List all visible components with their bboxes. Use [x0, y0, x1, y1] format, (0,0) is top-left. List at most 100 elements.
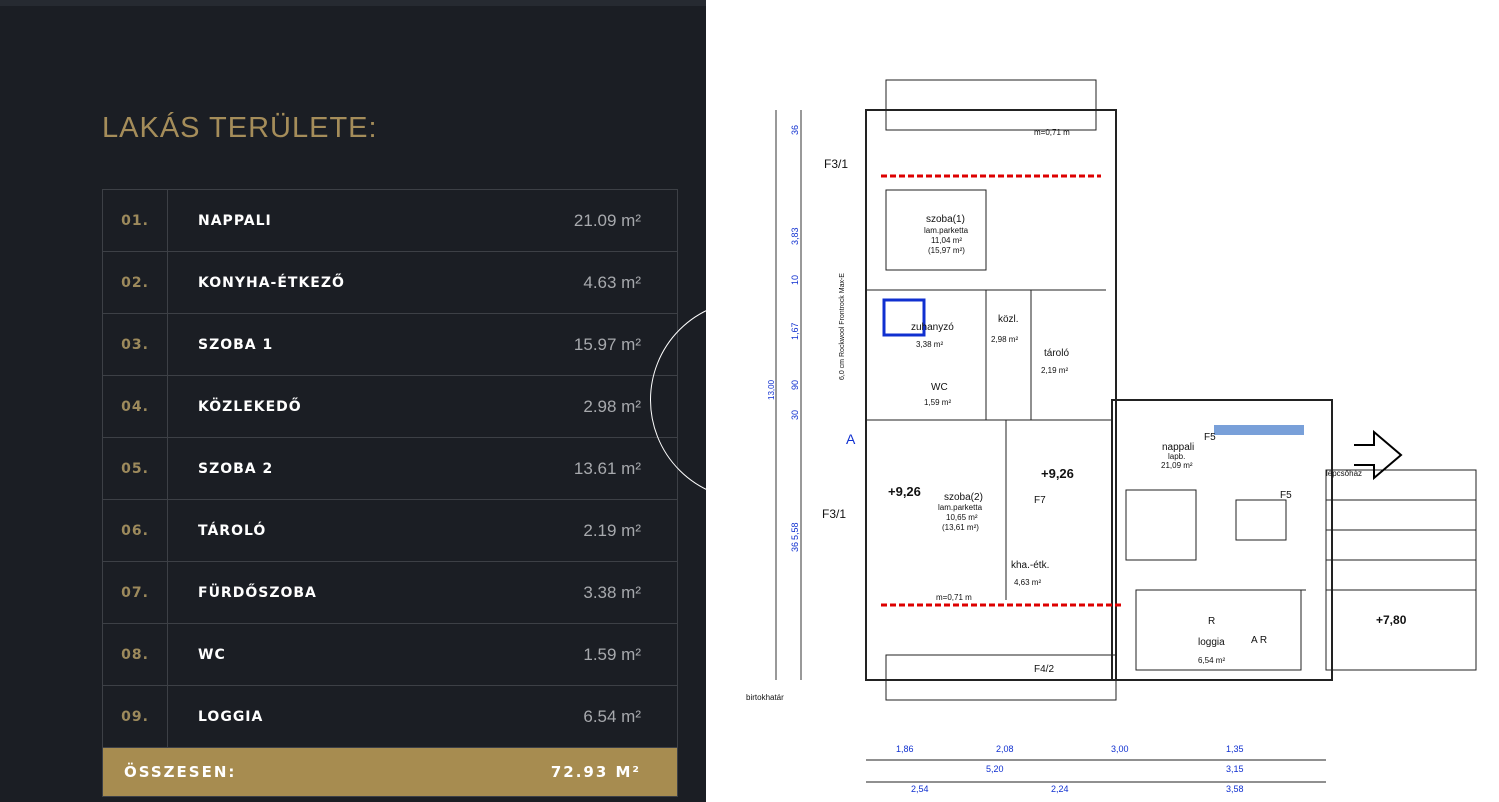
- room-area: 6.54 m²: [583, 706, 641, 726]
- page-title: LAKÁS TERÜLETE:: [102, 112, 378, 144]
- room-number: 04.: [103, 376, 168, 437]
- room-number: 06.: [103, 500, 168, 561]
- svg-text:2,98 m²: 2,98 m²: [991, 335, 1018, 344]
- room-area: 4.63 m²: [583, 272, 641, 292]
- svg-text:10,65 m²: 10,65 m²: [946, 513, 978, 522]
- room-label-wc: WC: [931, 382, 948, 393]
- svg-text:A: A: [846, 431, 856, 447]
- room-number: 03.: [103, 314, 168, 375]
- svg-text:F3/1: F3/1: [822, 507, 846, 521]
- svg-text:R: R: [1208, 616, 1215, 627]
- table-row: 08. WC 1.59 m²: [103, 624, 677, 686]
- total-label: ÖSSZESEN:: [124, 763, 237, 781]
- room-label-zuhanyzo: zuhanyzó: [911, 322, 954, 333]
- svg-text:+9,26: +9,26: [1041, 466, 1074, 481]
- svg-text:A R: A R: [1251, 635, 1267, 646]
- room-label-kha: kha.-étk.: [1011, 560, 1049, 571]
- plan-wall-east: [1111, 399, 1333, 681]
- room-area: 13.61 m²: [573, 458, 641, 478]
- dimension-label: 3,15: [1226, 764, 1244, 774]
- svg-text:21,09 m²: 21,09 m²: [1161, 461, 1193, 470]
- room-name: WC: [198, 646, 226, 663]
- room-label-szoba1: szoba(1): [926, 214, 965, 225]
- balcony-top: [885, 79, 1097, 131]
- room-number: 08.: [103, 624, 168, 685]
- svg-text:F3/1: F3/1: [824, 157, 848, 171]
- svg-text:F4/2: F4/2: [1034, 664, 1054, 675]
- dimension-label: 2,54: [911, 784, 929, 794]
- svg-text:(13,61 m²): (13,61 m²): [942, 523, 979, 532]
- room-area: 2.19 m²: [583, 520, 641, 540]
- floor-plan[interactable]: szoba(1) lam.parketta 11,04 m² (15,97 m²…: [706, 0, 1499, 802]
- dimension-label: 3,00: [1111, 744, 1129, 754]
- room-area: 1.59 m²: [583, 644, 641, 664]
- total-value: 72.93 M²: [550, 763, 641, 781]
- svg-text:birtokhatár: birtokhatár: [746, 693, 784, 702]
- dimension-label: 3,58: [1226, 784, 1244, 794]
- svg-text:m=0,71 m: m=0,71 m: [1034, 128, 1070, 137]
- dimension-label: 30: [790, 410, 800, 420]
- plan-outer-wall: [865, 109, 1117, 681]
- svg-text:m=0,71 m: m=0,71 m: [936, 593, 972, 602]
- room-name: TÁROLÓ: [198, 522, 267, 539]
- room-name: NAPPALI: [198, 212, 272, 229]
- table-row: 06. TÁROLÓ 2.19 m²: [103, 500, 677, 562]
- room-name: LOGGIA: [198, 708, 264, 725]
- room-label-tarolo: tároló: [1044, 348, 1069, 359]
- room-name: SZOBA 1: [198, 336, 274, 353]
- stairwell: [1325, 469, 1477, 671]
- svg-text:13,00: 13,00: [767, 379, 776, 400]
- room-number: 05.: [103, 438, 168, 499]
- svg-text:F7: F7: [1034, 495, 1046, 506]
- dimension-label: 3,83: [790, 227, 800, 245]
- dimension-label: 1,86: [896, 744, 914, 754]
- dimension-label: 5,20: [986, 764, 1004, 774]
- total-row: ÖSSZESEN: 72.93 M²: [103, 748, 677, 797]
- svg-text:4,63 m²: 4,63 m²: [1014, 578, 1041, 587]
- room-area: 21.09 m²: [573, 210, 641, 230]
- arrow-icon: [1354, 429, 1403, 481]
- svg-text:F5: F5: [1204, 432, 1216, 443]
- room-area: 2.98 m²: [583, 396, 641, 416]
- dimension-label: 36: [790, 542, 800, 552]
- svg-text:(15,97 m²): (15,97 m²): [928, 246, 965, 255]
- room-label-kozl: közl.: [998, 314, 1019, 325]
- dimension-label: 36: [790, 125, 800, 135]
- dimension-label: 5,58: [790, 522, 800, 540]
- svg-text:11,04 m²: 11,04 m²: [931, 236, 962, 245]
- table-row: 01. NAPPALI 21.09 m²: [103, 190, 677, 252]
- dimension-label: 2,24: [1051, 784, 1069, 794]
- svg-text:2,19 m²: 2,19 m²: [1041, 366, 1068, 375]
- svg-text:lam.parketta: lam.parketta: [938, 503, 983, 512]
- top-strip: [0, 0, 706, 6]
- svg-text:F5: F5: [1280, 490, 1292, 501]
- room-number: 09.: [103, 686, 168, 747]
- dimension-label: 1,67: [790, 322, 800, 340]
- svg-text:lam.parketta: lam.parketta: [924, 226, 969, 235]
- svg-text:+7,80: +7,80: [1376, 613, 1407, 627]
- svg-text:6,54 m²: 6,54 m²: [1198, 656, 1225, 665]
- dimension-label: 2,08: [996, 744, 1014, 754]
- svg-text:lapb.: lapb.: [1168, 452, 1185, 461]
- room-area: 3.38 m²: [583, 582, 641, 602]
- svg-text:lépcsőház: lépcsőház: [1326, 469, 1362, 478]
- svg-text:3,38 m²: 3,38 m²: [916, 340, 943, 349]
- room-number: 01.: [103, 190, 168, 251]
- room-name: SZOBA 2: [198, 460, 274, 477]
- svg-text:6,0 cm Rockwool Frontrock Max-: 6,0 cm Rockwool Frontrock Max-E: [839, 273, 846, 380]
- balcony-bottom: [885, 654, 1117, 701]
- table-row: 05. SZOBA 2 13.61 m²: [103, 438, 677, 500]
- room-label-szoba2: szoba(2): [944, 492, 983, 503]
- dimension-label: 90: [790, 380, 800, 390]
- room-name: KÖZLEKEDŐ: [198, 398, 302, 415]
- room-name: FÜRDŐSZOBA: [198, 584, 317, 601]
- svg-text:+9,26: +9,26: [888, 484, 921, 499]
- room-label-loggia: loggia: [1198, 637, 1225, 648]
- room-name: KONYHA-ÉTKEZŐ: [198, 274, 345, 291]
- dimension-label: 1,35: [1226, 744, 1244, 754]
